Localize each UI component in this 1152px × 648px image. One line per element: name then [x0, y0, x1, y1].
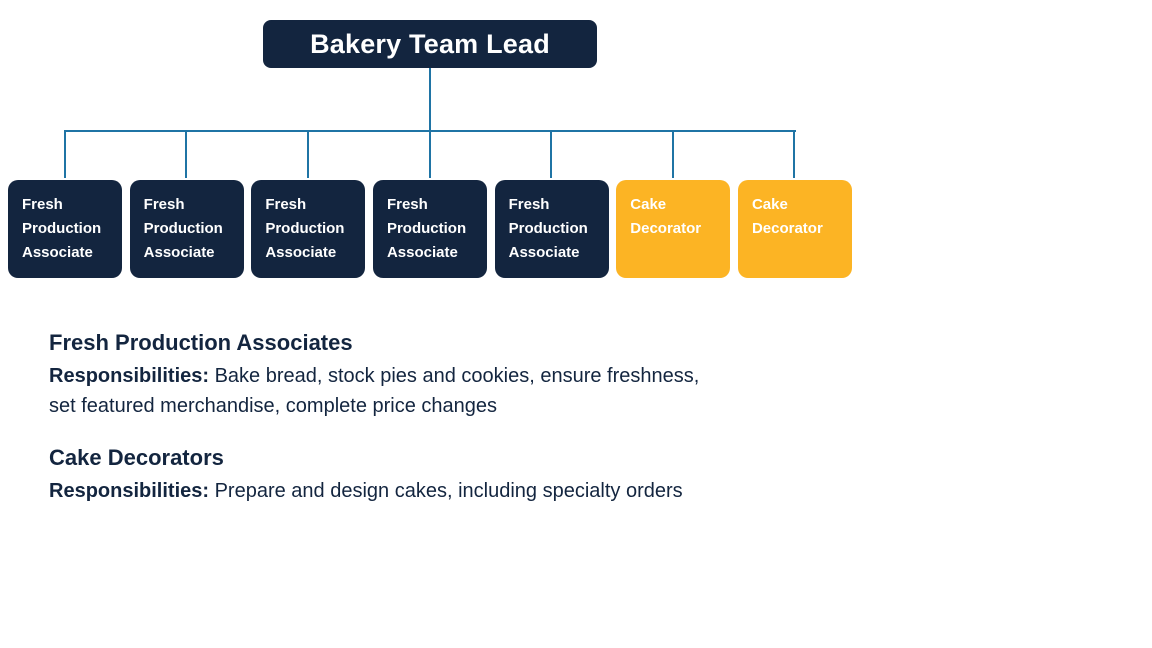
section-cake-decorators: Cake Decorators Responsibilities: Prepar…	[49, 443, 909, 506]
org-node-fresh-production-associate: Fresh Production Associate	[494, 180, 609, 278]
connector-root-vertical-line	[429, 68, 431, 178]
section-fresh-production-associates: Fresh Production Associates Responsibili…	[49, 328, 909, 421]
org-node-label: Fresh Production Associate	[386, 196, 467, 261]
connector-stub-line	[64, 131, 66, 178]
section-heading: Fresh Production Associates	[49, 330, 353, 355]
responsibilities-label: Responsibilities:	[49, 365, 210, 387]
connector-stub-line	[672, 131, 674, 178]
responsibilities-text: Prepare and design cakes, including spec…	[214, 480, 683, 502]
org-node-fresh-production-associate: Fresh Production Associate	[372, 180, 487, 278]
org-node-root: Bakery Team Lead	[263, 20, 597, 68]
org-node-label: Cake Decorator	[630, 196, 702, 237]
connector-horizontal-line	[64, 130, 796, 132]
org-node-label: Fresh Production Associate	[143, 196, 223, 261]
responsibilities-line: Responsibilities: Bake bread, stock pies…	[49, 361, 909, 391]
org-node-label: Fresh Production Associate	[508, 196, 588, 261]
role-descriptions: Fresh Production Associates Responsibili…	[49, 328, 909, 528]
org-node-label: Cake Decorator	[751, 196, 823, 237]
responsibilities-label: Responsibilities:	[49, 480, 210, 502]
section-body: Responsibilities: Bake bread, stock pies…	[49, 361, 909, 421]
org-node-label: Fresh Production Associate	[22, 196, 102, 261]
org-node-fresh-production-associate: Fresh Production Associate	[8, 180, 122, 278]
connector-stub-line	[307, 131, 309, 178]
org-node-cake-decorator: Cake Decorator	[737, 180, 852, 278]
org-node-fresh-production-associate: Fresh Production Associate	[129, 180, 244, 278]
responsibilities-text: Bake bread, stock pies and cookies, ensu…	[214, 365, 700, 387]
responsibilities-line: Responsibilities: Prepare and design cak…	[49, 476, 909, 506]
connector-stub-line	[793, 131, 795, 178]
org-node-cake-decorator: Cake Decorator	[616, 180, 731, 278]
org-node-root-label: Bakery Team Lead	[310, 28, 550, 59]
responsibilities-line: set featured merchandise, complete price…	[49, 395, 498, 417]
section-heading: Cake Decorators	[49, 445, 224, 470]
section-body: Responsibilities: Prepare and design cak…	[49, 476, 909, 506]
connector-stub-line	[185, 131, 187, 178]
org-chart: Bakery Team Lead Fresh Production Associ…	[0, 0, 1152, 300]
org-node-row: Fresh Production Associate Fresh Product…	[8, 180, 852, 278]
connector-stub-line	[550, 131, 552, 178]
org-node-fresh-production-associate: Fresh Production Associate	[251, 180, 366, 278]
org-node-label: Fresh Production Associate	[265, 196, 345, 261]
